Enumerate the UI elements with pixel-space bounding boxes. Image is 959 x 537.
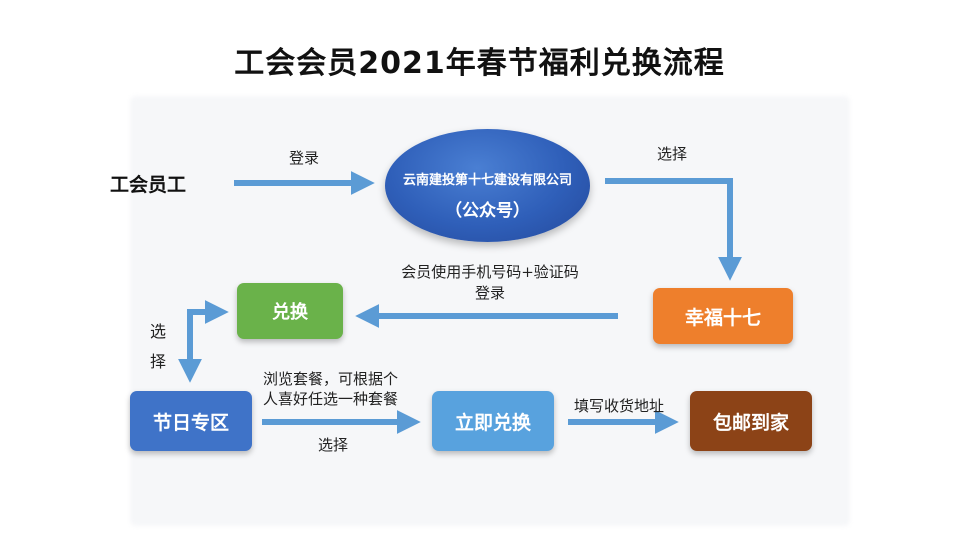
free-delivery-node: 包邮到家	[690, 391, 812, 451]
arrow-select-left	[178, 300, 229, 383]
holiday-zone-node: 节日专区	[130, 391, 252, 451]
phone-login-label: 会员使用手机号码+验证码 登录	[390, 261, 590, 303]
official-account-name: 云南建投第十七建设有限公司	[402, 173, 572, 188]
select-bottom-label: 选择	[318, 436, 349, 454]
exchange-node: 兑换	[237, 283, 343, 339]
happiness-node: 幸福十七	[653, 288, 793, 344]
select-left-char2: 择	[150, 352, 167, 371]
fill-address-label: 填写收货地址	[574, 397, 665, 415]
browse-line2: 人喜好任选一种套餐	[263, 390, 399, 408]
browse-label: 浏览套餐，可根据个 人喜好任选一种套餐	[263, 369, 398, 409]
official-account-type: （公众号）	[445, 201, 530, 221]
select-left-char1: 选	[150, 322, 167, 341]
login-label: 登录	[289, 149, 320, 167]
page-title: 工会会员2021年春节福利兑换流程	[234, 46, 725, 81]
redeem-now-node: 立即兑换	[432, 391, 554, 451]
browse-line1: 浏览套餐，可根据个	[263, 370, 399, 388]
phone-login-line2: 登录	[474, 284, 505, 302]
arrow-select-top	[605, 178, 742, 281]
employee-node: 工会员工	[110, 174, 187, 196]
select-top-label: 选择	[657, 145, 688, 163]
phone-login-line1: 会员使用手机号码+验证码	[401, 263, 579, 281]
official-account-node: 云南建投第十七建设有限公司 （公众号）	[385, 129, 590, 242]
